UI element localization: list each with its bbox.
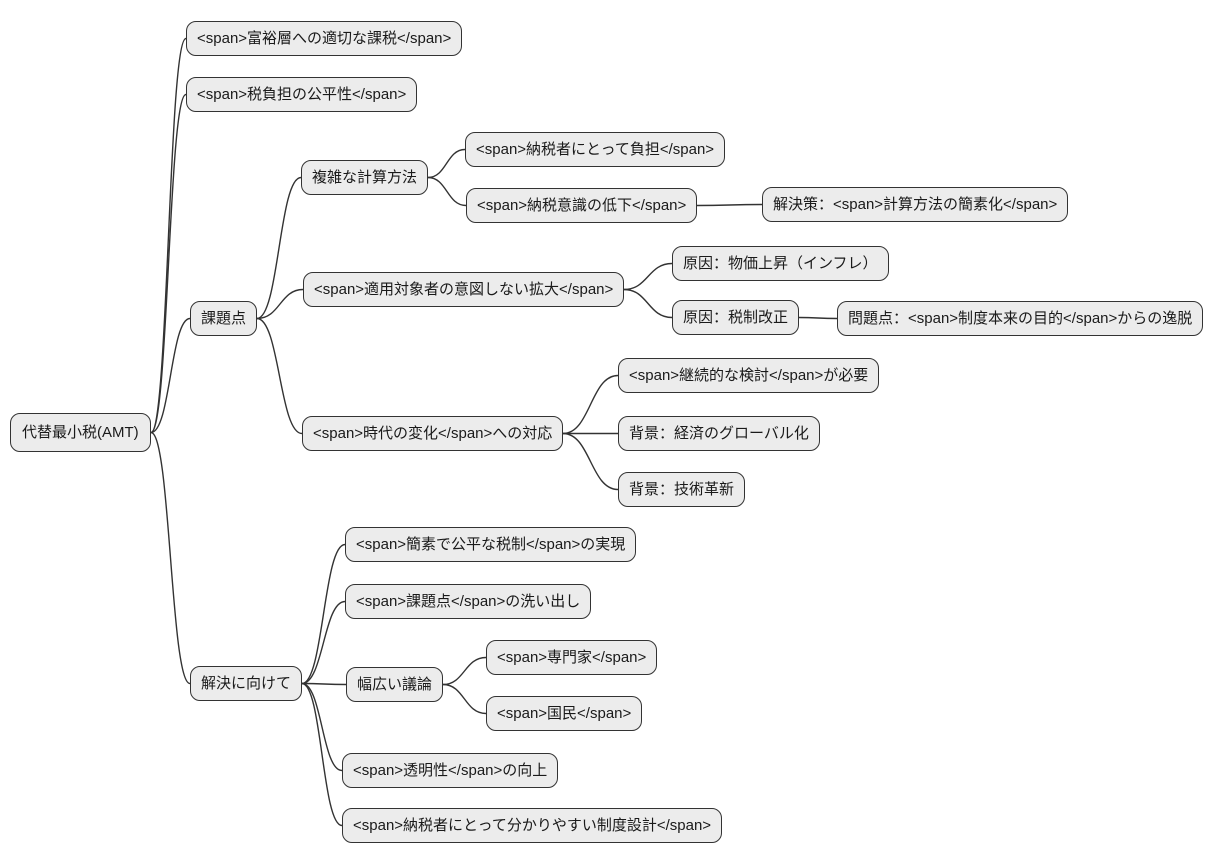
mindmap-edge xyxy=(442,656,487,686)
mindmap-node-toward-solution: 解決に向けて xyxy=(190,666,303,701)
mindmap-node-wealthy-tax: <span>富裕層への適切な課税</span> xyxy=(186,21,463,56)
mindmap-edge xyxy=(150,93,187,434)
mindmap-node-bg-tech: 背景：技術革新 xyxy=(618,472,746,507)
mindmap-node-clear-design: <span>納税者にとって分かりやすい制度設計</span> xyxy=(342,808,723,843)
mindmap-edge xyxy=(256,288,304,320)
mindmap-node-root: 代替最小税(AMT) xyxy=(10,413,151,452)
mindmap-edge xyxy=(256,176,302,320)
mindmap-edge xyxy=(696,203,763,207)
mindmap-node-bg-globalization: 背景：経済のグローバル化 xyxy=(618,416,820,451)
mindmap-edge xyxy=(623,262,673,291)
mindmap-node-unintended-expansion: <span>適用対象者の意図しない拡大</span> xyxy=(303,272,625,307)
mindmap-edge xyxy=(623,288,673,319)
mindmap-node-taxpayer-burden: <span>納税者にとって負担</span> xyxy=(465,132,726,167)
mindmap-node-issue-identification: <span>課題点</span>の洗い出し xyxy=(345,584,592,619)
mindmap-edge xyxy=(301,682,343,772)
mindmap-edge xyxy=(442,683,487,715)
mindmap-edge xyxy=(562,432,619,491)
mindmap-node-citizens: <span>国民</span> xyxy=(486,696,643,731)
mindmap-edge xyxy=(301,600,346,685)
mindmap-edge xyxy=(798,316,838,320)
mindmap-edge xyxy=(301,682,347,686)
mindmap-node-deviation-problem: 問題点：<span>制度本来の目的</span>からの逸脱 xyxy=(837,301,1204,336)
mindmap-edge xyxy=(150,431,191,685)
mindmap-node-issues: 課題点 xyxy=(190,301,258,336)
mindmap-edge xyxy=(301,543,346,685)
mindmap-node-complex-calc: 複雑な計算方法 xyxy=(301,160,429,195)
mindmap-edge xyxy=(256,317,303,435)
mindmap-node-transparency: <span>透明性</span>の向上 xyxy=(342,753,559,788)
mindmap-node-simplify-calc: 解決策：<span>計算方法の簡素化</span> xyxy=(762,187,1069,222)
mindmap-node-continuous-review: <span>継続的な検討</span>が必要 xyxy=(618,358,880,393)
mindmap-node-broad-discussion: 幅広い議論 xyxy=(346,667,444,702)
mindmap-node-simple-fair-realization: <span>簡素で公平な税制</span>の実現 xyxy=(345,527,637,562)
mindmap-edge xyxy=(150,37,187,434)
mindmap-edge xyxy=(301,682,343,827)
mindmap-edge xyxy=(427,148,466,179)
mindmap-node-experts: <span>専門家</span> xyxy=(486,640,658,675)
mindmap-node-awareness-decline: <span>納税意識の低下</span> xyxy=(466,188,698,223)
mindmap-edge xyxy=(562,374,619,435)
mindmap-edge xyxy=(427,176,467,207)
mindmap-node-cause-inflation: 原因：物価上昇（インフレ） xyxy=(672,246,889,281)
mindmap-node-fair-burden: <span>税負担の公平性</span> xyxy=(186,77,418,112)
mindmap-node-cause-tax-reform: 原因：税制改正 xyxy=(672,300,800,335)
mindmap-edge xyxy=(150,317,191,434)
mindmap-node-era-change: <span>時代の変化</span>への対応 xyxy=(302,416,564,451)
